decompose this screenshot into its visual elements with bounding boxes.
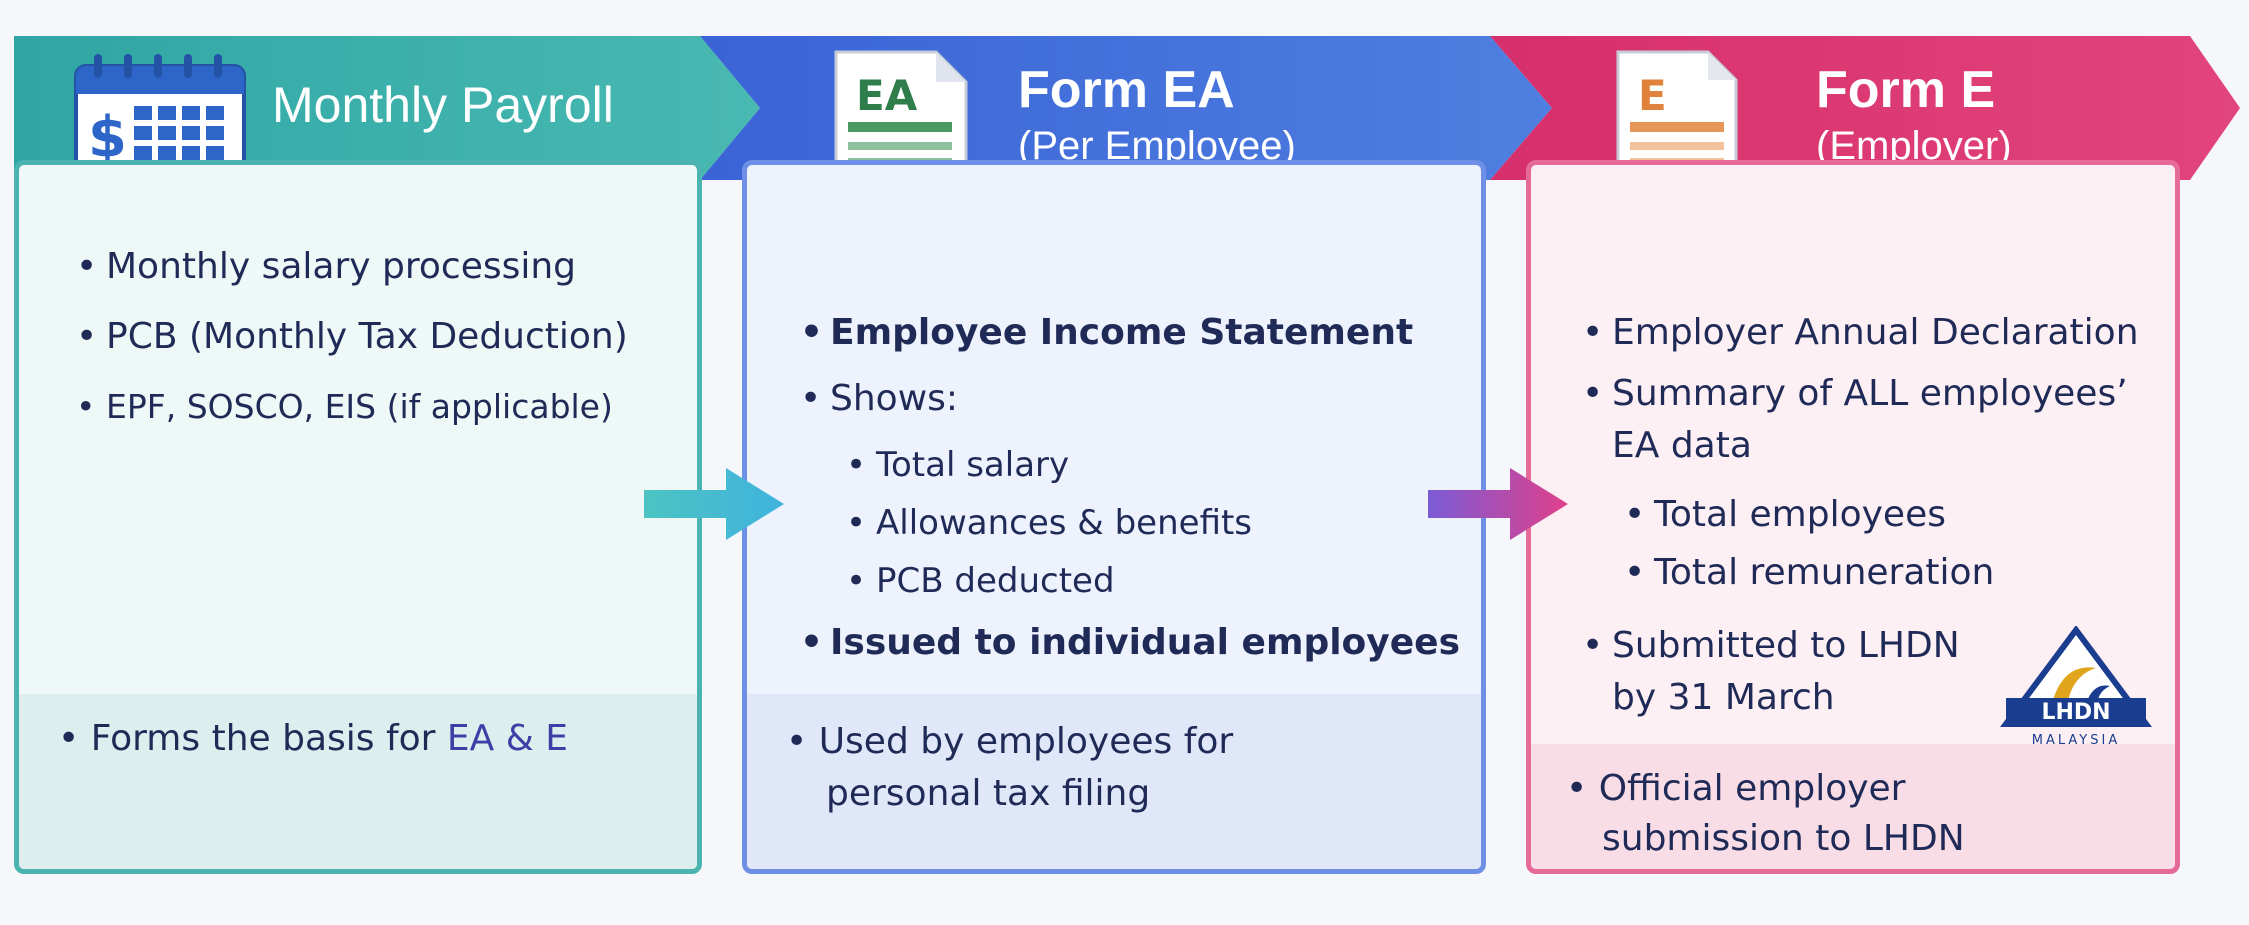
form-e-item-summary: • Summary of ALL employees’ EA data [1578,368,2178,472]
svg-text:E: E [1638,71,1667,120]
svg-text:$: $ [88,105,127,170]
monthly-payroll-footer-text: • Forms the basis for EA & E [58,718,568,759]
list-item: Employee Income Statement [796,300,1476,366]
list-item: Shows: [796,366,1476,432]
list-item: Total remuneration [1620,544,2140,602]
form-e-list: Employer Annual Declaration [1578,300,2178,366]
list-item: Total employees [1620,486,2140,544]
list-item: EPF, SOSCO, EIS (if applicable) [72,372,672,442]
list-item: Total salary [842,436,1442,494]
list-item: Submitted to LHDN [1612,625,1960,666]
svg-text:LHDN: LHDN [2041,700,2110,725]
form-e-footer-text: • Official employer submission to LHDN [1566,764,1965,864]
list-item-continuation: EA data [1612,425,1752,466]
section-title-monthly-payroll: Monthly Payroll [272,77,614,133]
arrow-right-icon [644,468,784,540]
list-item: Employer Annual Declaration [1578,300,2178,366]
lhdn-logo: LHDN MALAYSIA [2000,626,2152,748]
form-e-sublist: Total employees Total remuneration [1620,486,2140,602]
section-title-form-e: Form E [1816,61,1996,119]
panel-footer-form-ea [747,694,1481,869]
list-item: Allowances & benefits [842,494,1442,552]
form-e-item-submitted: • Submitted to LHDN by 31 March [1578,620,1978,724]
footer-line: Official employer [1598,768,1906,809]
form-ea-list-last: Issued to individual employees [796,610,1476,676]
footer-line: Used by employees for [818,721,1234,762]
calendar-dollar-icon: $ [74,54,246,174]
footer-highlight: EA & E [446,718,568,759]
section-title-form-ea: Form EA [1018,61,1235,119]
footer-line: personal tax filing [826,773,1151,814]
arrow-right-icon [1428,468,1568,540]
list-item: Issued to individual employees [796,610,1476,676]
svg-text:MALAYSIA: MALAYSIA [2032,733,2120,748]
footer-line: submission to LHDN [1602,818,1965,859]
list-item: Monthly salary processing [72,232,672,302]
panel-footer-form-e [1531,744,2175,869]
list-item: Summary of ALL employees’ [1612,373,2128,414]
list-item: PCB deducted [842,552,1442,610]
svg-text:EA: EA [856,71,918,120]
form-ea-footer-text: • Used by employees for personal tax fil… [786,716,1233,820]
footer-prefix: Forms the basis for [90,718,447,759]
list-item-continuation: by 31 March [1612,677,1835,718]
panel-footer-monthly-payroll [19,694,697,869]
form-ea-list: Employee Income Statement Shows: [796,300,1476,432]
header-banners: $ Monthly Payroll EA Form EA (Per Employ… [0,0,2249,286]
list-item: PCB (Monthly Tax Deduction) [72,302,672,372]
form-ea-sublist: Total salary Allowances & benefits PCB d… [842,436,1442,610]
monthly-payroll-list: Monthly salary processing PCB (Monthly T… [72,232,672,442]
